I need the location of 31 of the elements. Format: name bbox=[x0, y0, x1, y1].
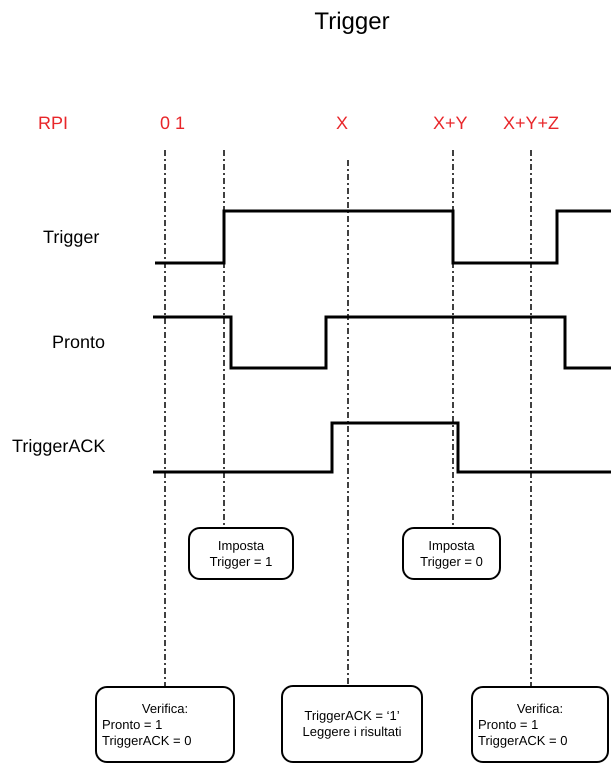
time-marker-label: 0 1 bbox=[160, 113, 186, 134]
note-text: Trigger = 1 bbox=[208, 554, 274, 570]
signal-name: Pronto bbox=[52, 332, 106, 353]
note-box bbox=[471, 686, 609, 763]
time-line bbox=[452, 150, 454, 527]
time-marker-label: X bbox=[336, 113, 348, 134]
time-line bbox=[223, 150, 225, 527]
time-marker-label: RPI bbox=[38, 113, 68, 134]
note-box bbox=[281, 685, 423, 763]
signal-name: Trigger bbox=[43, 227, 100, 248]
note-text: Pronto = 1 bbox=[478, 716, 540, 732]
note-text: Verifica: bbox=[140, 700, 190, 716]
note-text: Pronto = 1 bbox=[102, 716, 164, 732]
note-text: TriggerACK = 0 bbox=[102, 732, 192, 748]
diagram-title: Trigger bbox=[314, 8, 390, 36]
note-box bbox=[402, 527, 501, 580]
time-marker-label: X+Y bbox=[433, 113, 468, 134]
time-line bbox=[530, 150, 532, 686]
note-text: TriggerACK = ‘1’ bbox=[303, 708, 401, 724]
time-line bbox=[164, 150, 166, 686]
signal-name: TriggerACK bbox=[12, 436, 106, 457]
note-text: Trigger = 0 bbox=[419, 554, 484, 570]
note-text: Imposta bbox=[216, 538, 266, 554]
time-marker-label: X+Y+Z bbox=[503, 113, 560, 134]
note-text: TriggerACK = 0 bbox=[478, 732, 568, 748]
note-text: Verifica: bbox=[516, 700, 564, 716]
time-line bbox=[347, 160, 349, 685]
note-box bbox=[95, 686, 235, 763]
note-text: Leggere i risultati bbox=[302, 724, 402, 740]
note-text: Imposta bbox=[427, 538, 476, 554]
note-box bbox=[188, 527, 294, 580]
